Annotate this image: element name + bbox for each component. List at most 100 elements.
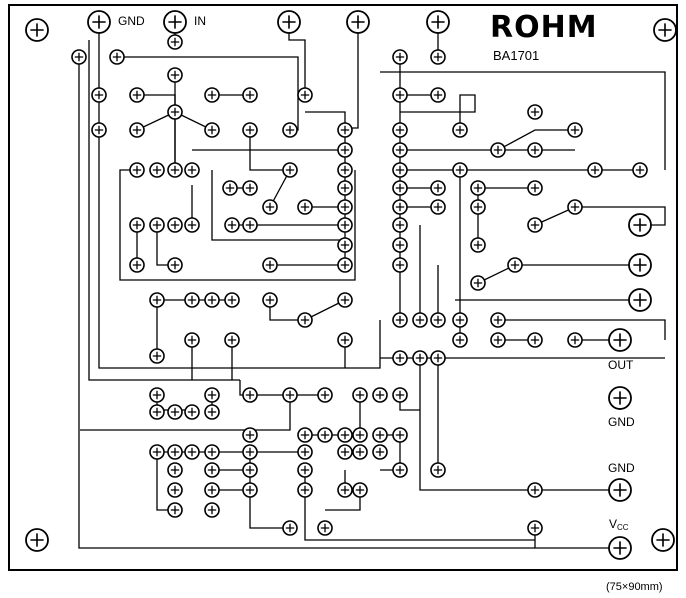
pad (129, 217, 145, 233)
trace (98, 160, 381, 369)
pad (567, 332, 583, 348)
pad (507, 257, 523, 273)
pad (632, 162, 648, 178)
pad (262, 292, 278, 308)
vcc-label-sub: CC (617, 523, 629, 532)
pad (297, 462, 313, 478)
pad (204, 502, 220, 518)
pad (337, 217, 353, 233)
pad (222, 180, 238, 196)
mount-hole (651, 528, 675, 552)
pad (149, 404, 165, 420)
pad (149, 387, 165, 403)
pad (204, 387, 220, 403)
pad (392, 427, 408, 443)
pad (242, 122, 258, 138)
terminal-pad (346, 10, 370, 34)
pad (149, 292, 165, 308)
pad (567, 199, 583, 215)
pad (282, 520, 298, 536)
pad (167, 104, 183, 120)
pad (71, 49, 87, 65)
pad (167, 67, 183, 83)
pad (109, 49, 125, 65)
pad (224, 332, 240, 348)
trace (80, 395, 291, 431)
pad (184, 332, 200, 348)
pad (527, 142, 543, 158)
pad (184, 444, 200, 460)
pad (167, 162, 183, 178)
pad (242, 462, 258, 478)
trace (400, 94, 476, 130)
pad (337, 427, 353, 443)
pad (337, 482, 353, 498)
gnd-terminal-pad (87, 10, 111, 34)
pad (167, 482, 183, 498)
dimensions-note: (75×90mm) (606, 581, 663, 593)
pad (167, 257, 183, 273)
pad (297, 87, 313, 103)
pad (297, 199, 313, 215)
trace (497, 129, 575, 151)
pad (527, 482, 543, 498)
pad (282, 162, 298, 178)
pad (204, 482, 220, 498)
pad (337, 199, 353, 215)
pad (392, 162, 408, 178)
pad (297, 427, 313, 443)
pad (567, 122, 583, 138)
pad (242, 180, 258, 196)
pad (297, 482, 313, 498)
pad (184, 217, 200, 233)
pad (167, 34, 183, 50)
mount-hole (25, 528, 49, 552)
pad (91, 122, 107, 138)
vcc-label: VCC (609, 517, 629, 532)
pad (392, 350, 408, 366)
pad (224, 217, 240, 233)
rohm-logo: ROHM (490, 10, 597, 45)
pad (129, 122, 145, 138)
vcc-label-main: V (609, 517, 617, 531)
pad (527, 332, 543, 348)
pad (470, 199, 486, 215)
pad (392, 257, 408, 273)
terminal-pad (628, 213, 652, 237)
trace (498, 319, 666, 340)
trace (119, 169, 356, 281)
pad (337, 332, 353, 348)
trace (249, 130, 290, 171)
pad (392, 142, 408, 158)
pad (490, 142, 506, 158)
in-top-label: IN (194, 14, 206, 28)
terminal-pad (628, 253, 652, 277)
pad (430, 87, 446, 103)
pad (412, 312, 428, 328)
trace (380, 71, 666, 170)
terminal-pad (277, 10, 301, 34)
pad (337, 257, 353, 273)
pad (352, 427, 368, 443)
pad (392, 312, 408, 328)
pad (242, 217, 258, 233)
mount-hole (25, 18, 49, 42)
pad (452, 332, 468, 348)
pad (204, 444, 220, 460)
pad (430, 199, 446, 215)
pad (337, 162, 353, 178)
pad (242, 87, 258, 103)
pad (149, 217, 165, 233)
pad (527, 217, 543, 233)
pad (149, 444, 165, 460)
pad (412, 350, 428, 366)
pad (242, 482, 258, 498)
pad (337, 180, 353, 196)
pad (184, 404, 200, 420)
pad (184, 292, 200, 308)
pad (224, 292, 240, 308)
pad (317, 387, 333, 403)
pad (392, 87, 408, 103)
pad (129, 162, 145, 178)
